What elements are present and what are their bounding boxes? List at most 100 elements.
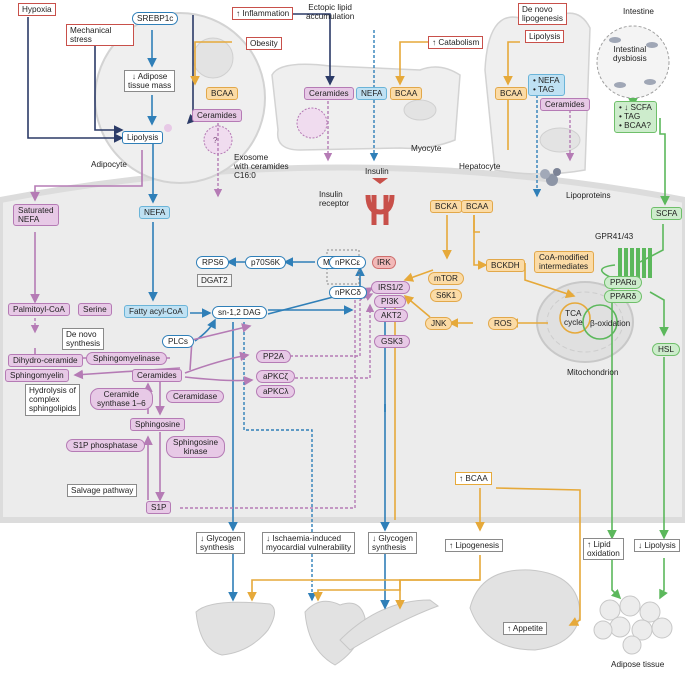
glycogen-muscle-label: ↓ Glycogen synthesis <box>368 532 417 555</box>
exosome-label: Exosome with ceramides C16:0 <box>234 153 289 181</box>
nefa-main-node: NEFA <box>139 206 171 220</box>
sphingosine-node: Sphingosine <box>130 418 186 432</box>
insulin-receptor-icon <box>365 178 395 225</box>
mitochondrion-label: Mitochondrion <box>567 368 619 377</box>
sphingomyelin-node: Sphingomyelin <box>5 369 69 383</box>
s6k1-node: S6K1 <box>430 289 463 303</box>
s1p-node: S1P <box>146 501 172 515</box>
gsk3-node: GSK3 <box>374 335 410 349</box>
myocyte-icon <box>271 63 461 151</box>
liver-icon <box>195 601 275 656</box>
svg-text:?: ? <box>213 136 218 145</box>
dihydro-ceramide-node: Dihydro-ceramide <box>8 354 83 368</box>
ceramides-myocyte-node: Ceramides <box>304 87 354 101</box>
irs12-node: IRS1/2 <box>371 281 411 295</box>
nefa-myocyte-node: NEFA <box>356 87 388 101</box>
coa-modified-node: CoA-modified intermediates <box>534 251 594 274</box>
apkcz-node: aPKCζ <box>256 370 295 384</box>
palmitoyl-coa-node: Palmitoyl-CoA <box>8 303 70 317</box>
s1p-phosphatase-node: S1P phosphatase <box>66 439 145 453</box>
ceramide-synthase-node: Ceramide synthase 1–6 <box>90 388 153 411</box>
mtor-node: mTOR <box>428 272 464 286</box>
adipocyte-label: Adipocyte <box>91 160 127 169</box>
lipolysis-down-label: ↓ Lipolysis <box>634 539 680 553</box>
bcaa-cell-node: BCAA <box>461 200 494 214</box>
dgat2-label: DGAT2 <box>197 274 232 288</box>
appetite-label: ↑ Appetite <box>503 622 547 636</box>
ros-node: ROS <box>488 317 518 331</box>
nefa-tag-hepatocyte-node: • NEFA • TAG <box>528 74 565 97</box>
ceramides-hepatocyte-node: Ceramides <box>540 98 590 112</box>
up-bcaa-label: ↑ BCAA <box>455 472 492 486</box>
p70s6k-node: p70S6K <box>245 256 287 270</box>
npkcd-node: nPKCδ <box>329 286 367 300</box>
de-novo-lipogenesis-label: De novo lipogenesis <box>518 3 567 26</box>
sphingosine-kinase-node: Sphingosine kinase <box>166 436 226 459</box>
beta-oxidation-label: β-oxidation <box>590 319 631 328</box>
jnk-node: JNK <box>425 317 453 331</box>
lipoproteins-label: Lipoproteins <box>566 191 611 200</box>
green-arrows <box>600 98 670 600</box>
myocyte-label: Myocyte <box>411 144 442 153</box>
hydrolysis-label: Hydrolysis of complex sphingolipids <box>25 384 81 416</box>
plcs-node: PLCs <box>162 335 195 349</box>
insulin-label: Insulin <box>365 167 389 176</box>
akt2-node: AKT2 <box>374 309 409 323</box>
bcaa-adipocyte-node: BCAA <box>206 87 239 101</box>
ceramidase-node: Ceramidase <box>166 390 225 404</box>
fatty-acyl-coa-node: Fatty acyl-CoA <box>124 305 188 319</box>
adipose-tissue-icon <box>593 595 673 655</box>
adipose-tissue-label: Adipose tissue <box>611 660 665 669</box>
lipogenesis-label: ↑ Lipogenesis <box>445 539 504 553</box>
scfa-node: SCFA <box>651 207 683 221</box>
bcaa-myocyte-node: BCAA <box>390 87 423 101</box>
ceramides-adipocyte-node: Ceramides <box>192 109 242 123</box>
saturated-nefa-node: Saturated NEFA <box>13 204 59 227</box>
glycogen-liver-label: ↓ Glycogen synthesis <box>196 532 245 555</box>
rps6-node: RPS6 <box>196 256 230 270</box>
serine-node: Serine <box>78 303 112 317</box>
lipolysis-adipocyte-node: Lipolysis <box>122 131 164 145</box>
insulin-receptor-label: Insulin receptor <box>319 190 350 209</box>
ectopic-lipid-label: Ectopic lipid accumulation <box>306 3 355 22</box>
de-novo-synthesis-label: De novo synthesis <box>62 328 105 351</box>
lipid-oxidation-label: ↑ Lipid oxidation <box>583 538 624 561</box>
hypoxia-label: Hypoxia <box>18 3 56 17</box>
purple-dashed-arrows <box>30 96 575 509</box>
lipoprotein-icon <box>540 168 561 186</box>
srebp1c-node: SREBP1c <box>132 12 179 26</box>
irk-node: IRK <box>372 256 396 270</box>
ppara-node: PPARα <box>604 276 643 290</box>
apkcl-node: aPKCλ <box>256 385 296 399</box>
orange-arrows <box>190 41 581 626</box>
salvage-label: Salvage pathway <box>67 484 138 498</box>
sphingomyelinase-node: Sphingomyelinase <box>86 352 167 366</box>
tca-label: TCA cycle <box>564 309 583 328</box>
intestine-label: Intestine <box>623 7 654 16</box>
pp2a-node: PP2A <box>256 350 291 364</box>
bckdh-node: BCKDH <box>486 259 525 273</box>
ppard-node: PPARδ <box>604 290 643 304</box>
scfa-list-node: • ↓ SCFA • TAG • BCAA? <box>614 101 657 133</box>
sn12dag-node: sn-1,2 DAG <box>212 306 267 320</box>
adipose-mass-label: ↓ Adipose tissue mass <box>124 70 176 93</box>
pi3k-node: PI3K <box>374 295 406 309</box>
hsl-node: HSL <box>652 343 680 357</box>
intestinal-dysbiosis-label: Intestinal dysbiosis <box>613 45 647 64</box>
obesity-label: Obesity <box>246 37 282 51</box>
lipolysis-hepatocyte-label: Lipolysis <box>525 30 565 44</box>
catabolism-label: ↑ Catabolism <box>428 36 484 50</box>
cell-membrane <box>0 164 685 523</box>
ischaemia-label: ↓ Ischaemia-induced myocardial vulnerabi… <box>262 532 356 555</box>
muscle-icon <box>339 599 440 651</box>
hepatocyte-label: Hepatocyte <box>459 162 501 171</box>
gpr41-43-label: GPR41/43 <box>595 232 634 241</box>
gpr-receptor-icon <box>618 248 652 278</box>
inflammation-label: ↑ Inflammation <box>232 7 294 21</box>
mechanical-stress-label: Mechanical stress <box>66 24 134 47</box>
npkce-node: nPKCε <box>329 256 367 270</box>
bcka-node: BCKA <box>430 200 463 214</box>
brain-icon <box>469 569 581 651</box>
ceramides-main-node: Ceramides <box>132 369 182 383</box>
bcaa-hepatocyte-node: BCAA <box>495 87 528 101</box>
